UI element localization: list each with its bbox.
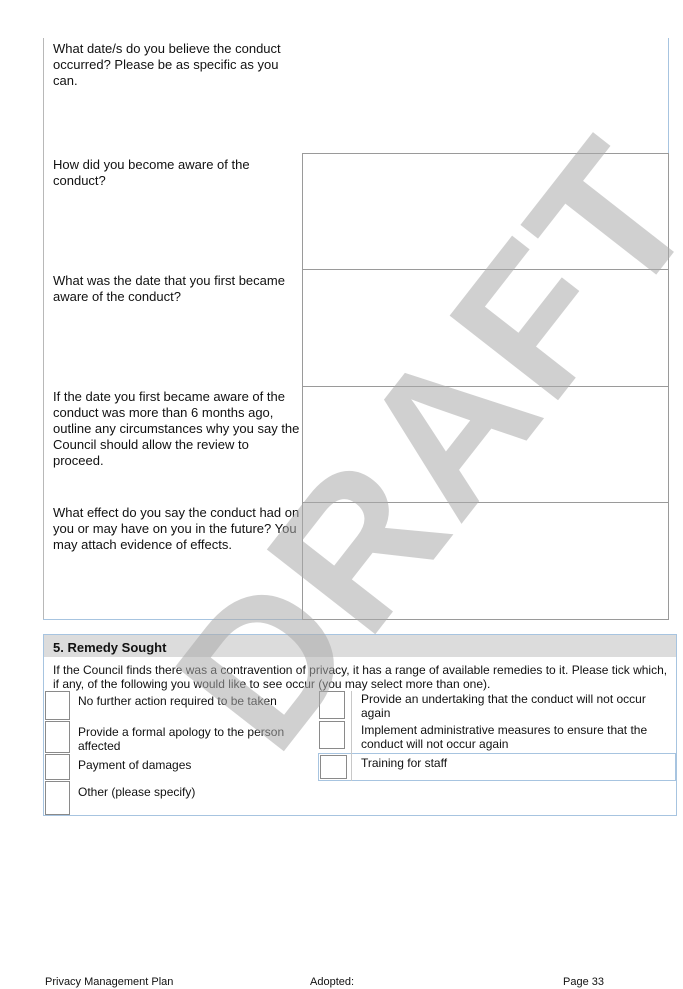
option-formal-apology: Provide a formal apology to the person a… [78,725,285,753]
question-aware-how: How did you become aware of the conduct? [53,157,250,188]
checkbox-no-further-action[interactable] [45,691,70,720]
remedy-section [43,634,677,816]
question-six-months: If the date you first became aware of th… [53,389,300,468]
question-dates: What date/s do you believe the conduct o… [53,41,281,88]
option-administrative-measures: Implement administrative measures to ens… [361,723,648,751]
remedy-section-title: 5. Remedy Sought [53,640,167,655]
checkbox-training-staff-box[interactable] [320,755,347,779]
question-aware-date: What was the date that you first became … [53,273,285,304]
footer-page-number: Page 33 [563,976,604,988]
option-other: Other (please specify) [78,785,196,799]
checkbox-formal-apology[interactable] [45,721,70,753]
remedy-intro-text: If the Council finds there was a contrav… [53,663,668,691]
checkbox-payment-damages[interactable] [45,754,70,780]
table-left-border [43,38,44,620]
option-training-staff: Training for staff [361,756,448,770]
checkbox-other[interactable] [45,781,70,815]
options-column-divider [351,691,352,781]
checkbox-training-staff[interactable] [318,753,676,781]
option-no-further-action: No further action required to be taken [78,694,277,708]
checkbox-undertaking[interactable] [319,691,345,719]
option-payment-damages: Payment of damages [78,758,192,772]
answer-field-effect[interactable] [302,502,669,620]
question-effect: What effect do you say the conduct had o… [53,505,300,552]
checkbox-administrative-measures[interactable] [319,721,345,749]
footer-document-title: Privacy Management Plan [45,976,174,988]
option-undertaking: Provide an undertaking that the conduct … [361,692,646,720]
footer-adopted: Adopted: [310,976,355,988]
remedy-section-header [44,635,676,657]
